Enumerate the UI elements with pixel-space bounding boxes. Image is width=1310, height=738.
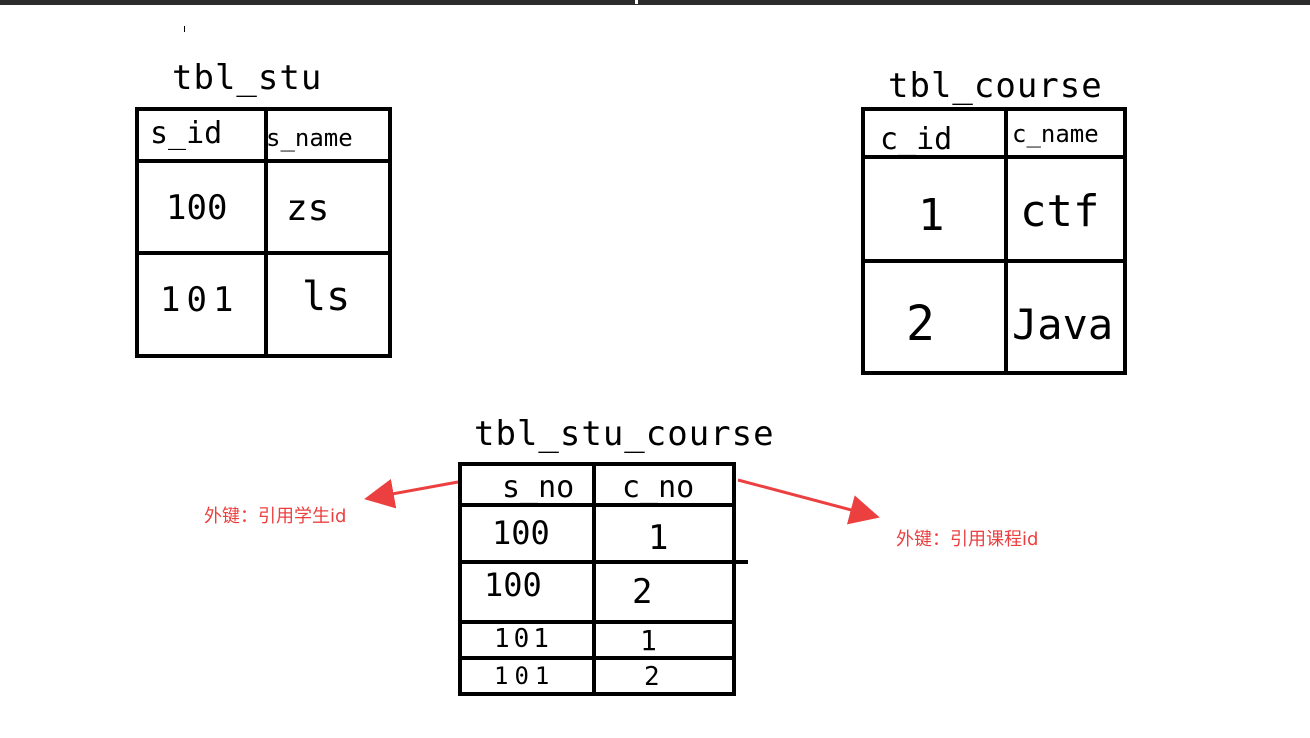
table-stu-header-line (135, 159, 392, 163)
stu-cell-sid-1: 100 (166, 188, 228, 228)
stu-cell-sname-1: zs (286, 188, 330, 229)
arrow-right (737, 478, 880, 525)
arrow-left (364, 478, 459, 509)
table-stu-course-row-line-3 (458, 656, 736, 660)
table-course-row-line (861, 259, 1127, 263)
course-cell-cid-2: 2 (906, 296, 935, 352)
course-header-cname: c_name (1012, 120, 1099, 148)
table-stu-course-header-line (458, 503, 736, 507)
top-bar (0, 0, 1310, 5)
course-header-cid: c_id (880, 122, 953, 157)
stu-course-cell-sno-1: 100 (492, 514, 550, 552)
table-title-stu: tbl_stu (172, 58, 323, 98)
table-course (861, 107, 1127, 375)
stu-course-cell-cno-4: 2 (644, 662, 660, 692)
stray-mark (184, 26, 185, 32)
table-stu (135, 107, 392, 358)
stu-course-cell-cno-2: 2 (632, 572, 653, 612)
stu-course-cell-sno-3: 101 (494, 624, 553, 654)
table-course-col-line (1004, 107, 1008, 375)
table-stu-course (458, 462, 736, 696)
stu-course-cell-cno-3: 1 (640, 624, 657, 657)
table-course-header-line (861, 155, 1127, 159)
table-stu-course-row-line-1 (458, 560, 748, 564)
stu-header-sid: s_id (150, 116, 223, 151)
stu-course-header-cno: c_no (622, 470, 695, 505)
table-stu-course-col-line (592, 462, 596, 696)
table-title-stu-course: tbl_stu_course (474, 414, 775, 454)
stu-cell-sname-2: ls (302, 274, 351, 320)
annotation-left: 外键：引用学生id (204, 506, 347, 527)
course-cell-cid-1: 1 (918, 190, 945, 241)
annotation-right: 外键：引用课程id (896, 529, 1039, 550)
table-stu-row-line (135, 251, 392, 255)
course-cell-cname-2: Java (1012, 300, 1114, 349)
stu-header-sname: s_name (266, 124, 353, 152)
course-cell-cname-1: ctf (1020, 186, 1100, 237)
table-stu-course-row-line-2 (458, 620, 736, 624)
stu-cell-sid-2: 101 (160, 280, 240, 320)
stu-course-cell-sno-4: 101 (494, 662, 556, 690)
stu-course-cell-cno-1: 1 (648, 518, 669, 558)
table-stu-col-line (264, 107, 268, 358)
table-title-course: tbl_course (888, 66, 1103, 106)
top-bar-notch (635, 0, 638, 4)
stu-course-header-sno: s_no (502, 470, 575, 505)
stu-course-cell-sno-2: 100 (484, 566, 542, 604)
